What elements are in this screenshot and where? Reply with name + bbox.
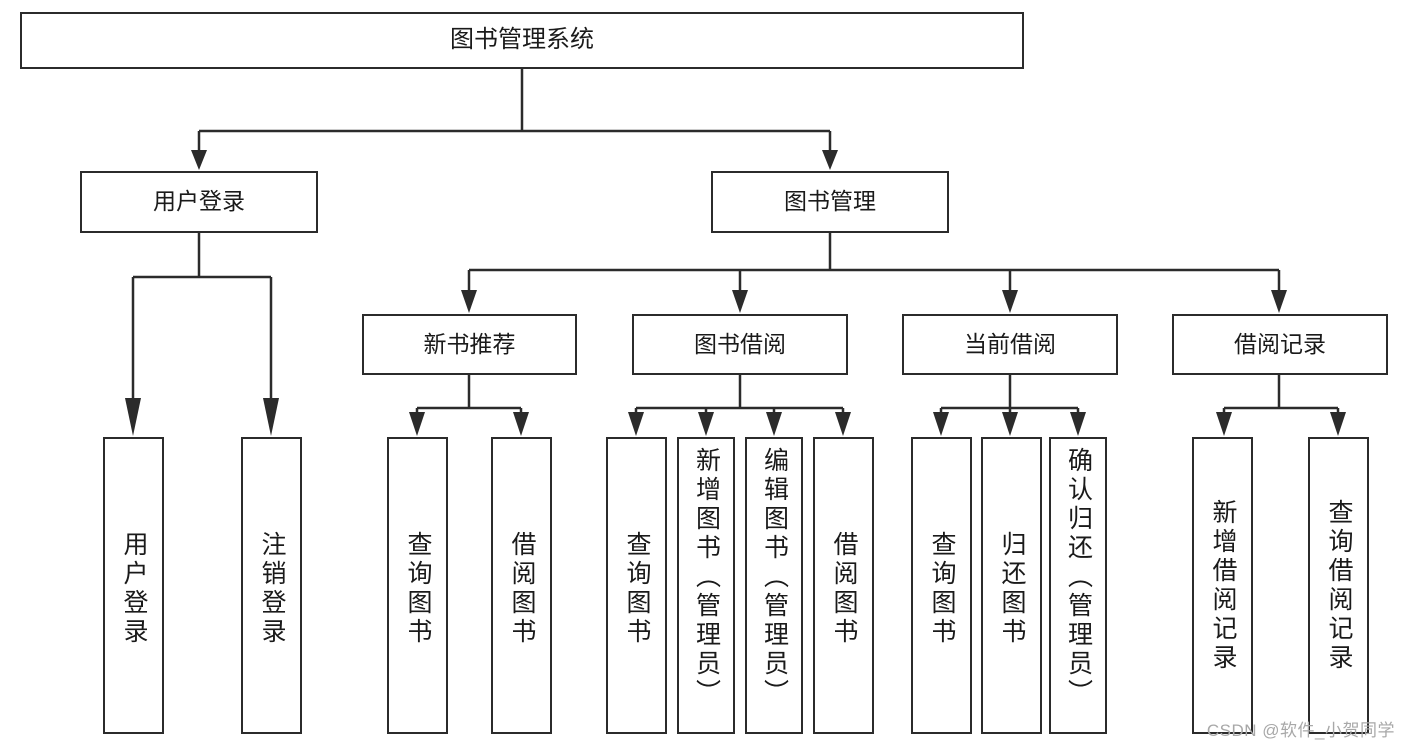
arrow-leaf-query-book-2: [628, 412, 644, 436]
node-leaf-borrow-book-2[interactable]: 借阅图书: [813, 437, 874, 734]
arrow-book-management: [822, 150, 838, 170]
arrow-leaf-query-book-3: [933, 412, 949, 436]
arrow-leaf-confirm-return: [1070, 412, 1086, 436]
arrow-leaf-borrow-book-1: [513, 412, 529, 436]
arrow-leaf-logout-login: [263, 398, 279, 436]
node-leaf-edit-book[interactable]: 编辑图书（管理员）: [745, 437, 803, 734]
node-leaf-user-login-label: 用户登录: [120, 531, 148, 647]
node-leaf-add-book[interactable]: 新增图书（管理员）: [677, 437, 735, 734]
node-leaf-add-borrow-record-label: 新增借阅记录: [1209, 499, 1237, 673]
arrow-leaf-borrow-book-2: [835, 412, 851, 436]
node-leaf-add-borrow-record[interactable]: 新增借阅记录: [1192, 437, 1253, 734]
arrow-book-borrow: [732, 290, 748, 313]
node-leaf-query-book-2-label: 查询图书: [623, 531, 651, 647]
node-leaf-query-book-3-label: 查询图书: [928, 531, 956, 647]
node-root-label: 图书管理系统: [450, 26, 594, 54]
node-leaf-query-book-3[interactable]: 查询图书: [911, 437, 972, 734]
node-current-borrow[interactable]: 当前借阅: [902, 314, 1118, 375]
node-leaf-query-borrow-record-label: 查询借阅记录: [1325, 499, 1353, 673]
node-leaf-confirm-return-label: 确认归还（管理员）: [1064, 447, 1093, 708]
node-new-book-recommend[interactable]: 新书推荐: [362, 314, 577, 375]
node-leaf-user-login[interactable]: 用户登录: [103, 437, 164, 734]
node-leaf-query-book-1-label: 查询图书: [404, 531, 432, 647]
node-user-login[interactable]: 用户登录: [80, 171, 318, 233]
arrow-new-book-recommend: [461, 290, 477, 313]
arrow-leaf-add-book: [698, 412, 714, 436]
node-leaf-borrow-book-1[interactable]: 借阅图书: [491, 437, 552, 734]
arrow-borrow-record: [1271, 290, 1287, 313]
node-leaf-add-book-label: 新增图书（管理员）: [692, 447, 721, 708]
node-book-borrow-label: 图书借阅: [694, 330, 786, 357]
node-leaf-query-borrow-record[interactable]: 查询借阅记录: [1308, 437, 1369, 734]
node-leaf-query-book-2[interactable]: 查询图书: [606, 437, 667, 734]
arrow-leaf-user-login: [125, 398, 141, 436]
node-leaf-return-book-label: 归还图书: [998, 531, 1026, 647]
node-root[interactable]: 图书管理系统: [20, 12, 1024, 69]
node-leaf-query-book-1[interactable]: 查询图书: [387, 437, 448, 734]
node-borrow-record-label: 借阅记录: [1234, 330, 1326, 357]
arrow-current-borrow: [1002, 290, 1018, 313]
node-leaf-logout-login[interactable]: 注销登录: [241, 437, 302, 734]
node-book-management-label: 图书管理: [784, 188, 876, 215]
node-leaf-return-book[interactable]: 归还图书: [981, 437, 1042, 734]
node-book-borrow[interactable]: 图书借阅: [632, 314, 848, 375]
node-book-management[interactable]: 图书管理: [711, 171, 949, 233]
arrow-leaf-return-book: [1002, 412, 1018, 436]
node-user-login-label: 用户登录: [153, 188, 245, 215]
arrow-leaf-query-borrow-record: [1330, 412, 1346, 436]
node-leaf-borrow-book-1-label: 借阅图书: [508, 531, 536, 647]
arrow-leaf-query-book-1: [409, 412, 425, 436]
node-current-borrow-label: 当前借阅: [964, 330, 1056, 357]
csdn-watermark: CSDN @软件_小贺同学: [1206, 721, 1395, 740]
arrow-leaf-edit-book: [766, 412, 782, 436]
node-leaf-logout-login-label: 注销登录: [258, 531, 286, 647]
node-leaf-borrow-book-2-label: 借阅图书: [830, 531, 858, 647]
node-borrow-record[interactable]: 借阅记录: [1172, 314, 1388, 375]
node-leaf-confirm-return[interactable]: 确认归还（管理员）: [1049, 437, 1107, 734]
node-new-book-recommend-label: 新书推荐: [423, 330, 516, 357]
node-leaf-edit-book-label: 编辑图书（管理员）: [760, 447, 789, 708]
arrow-user-login: [191, 150, 207, 170]
arrow-leaf-add-borrow-record: [1216, 412, 1232, 436]
